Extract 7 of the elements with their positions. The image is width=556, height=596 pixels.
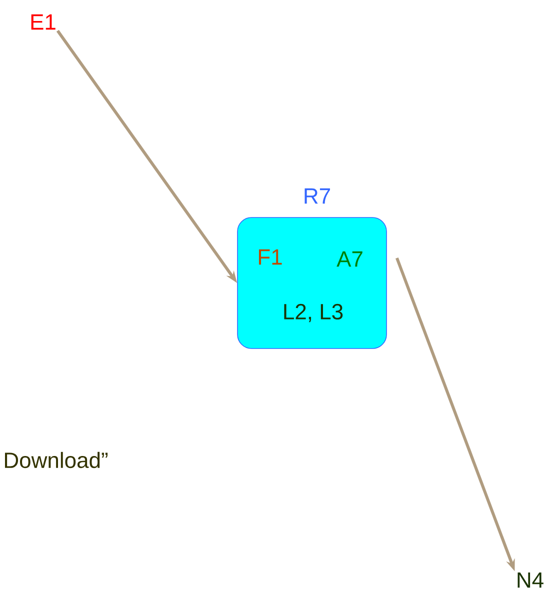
box-text: F1: [258, 249, 282, 265]
box-text: A7: [336, 251, 362, 267]
node-label: E1: [31, 14, 56, 30]
box-text: L2, L3: [284, 304, 343, 322]
box-title: R7: [304, 188, 330, 204]
text-label: Download”: [5, 452, 108, 468]
node-label: N4: [518, 572, 544, 588]
